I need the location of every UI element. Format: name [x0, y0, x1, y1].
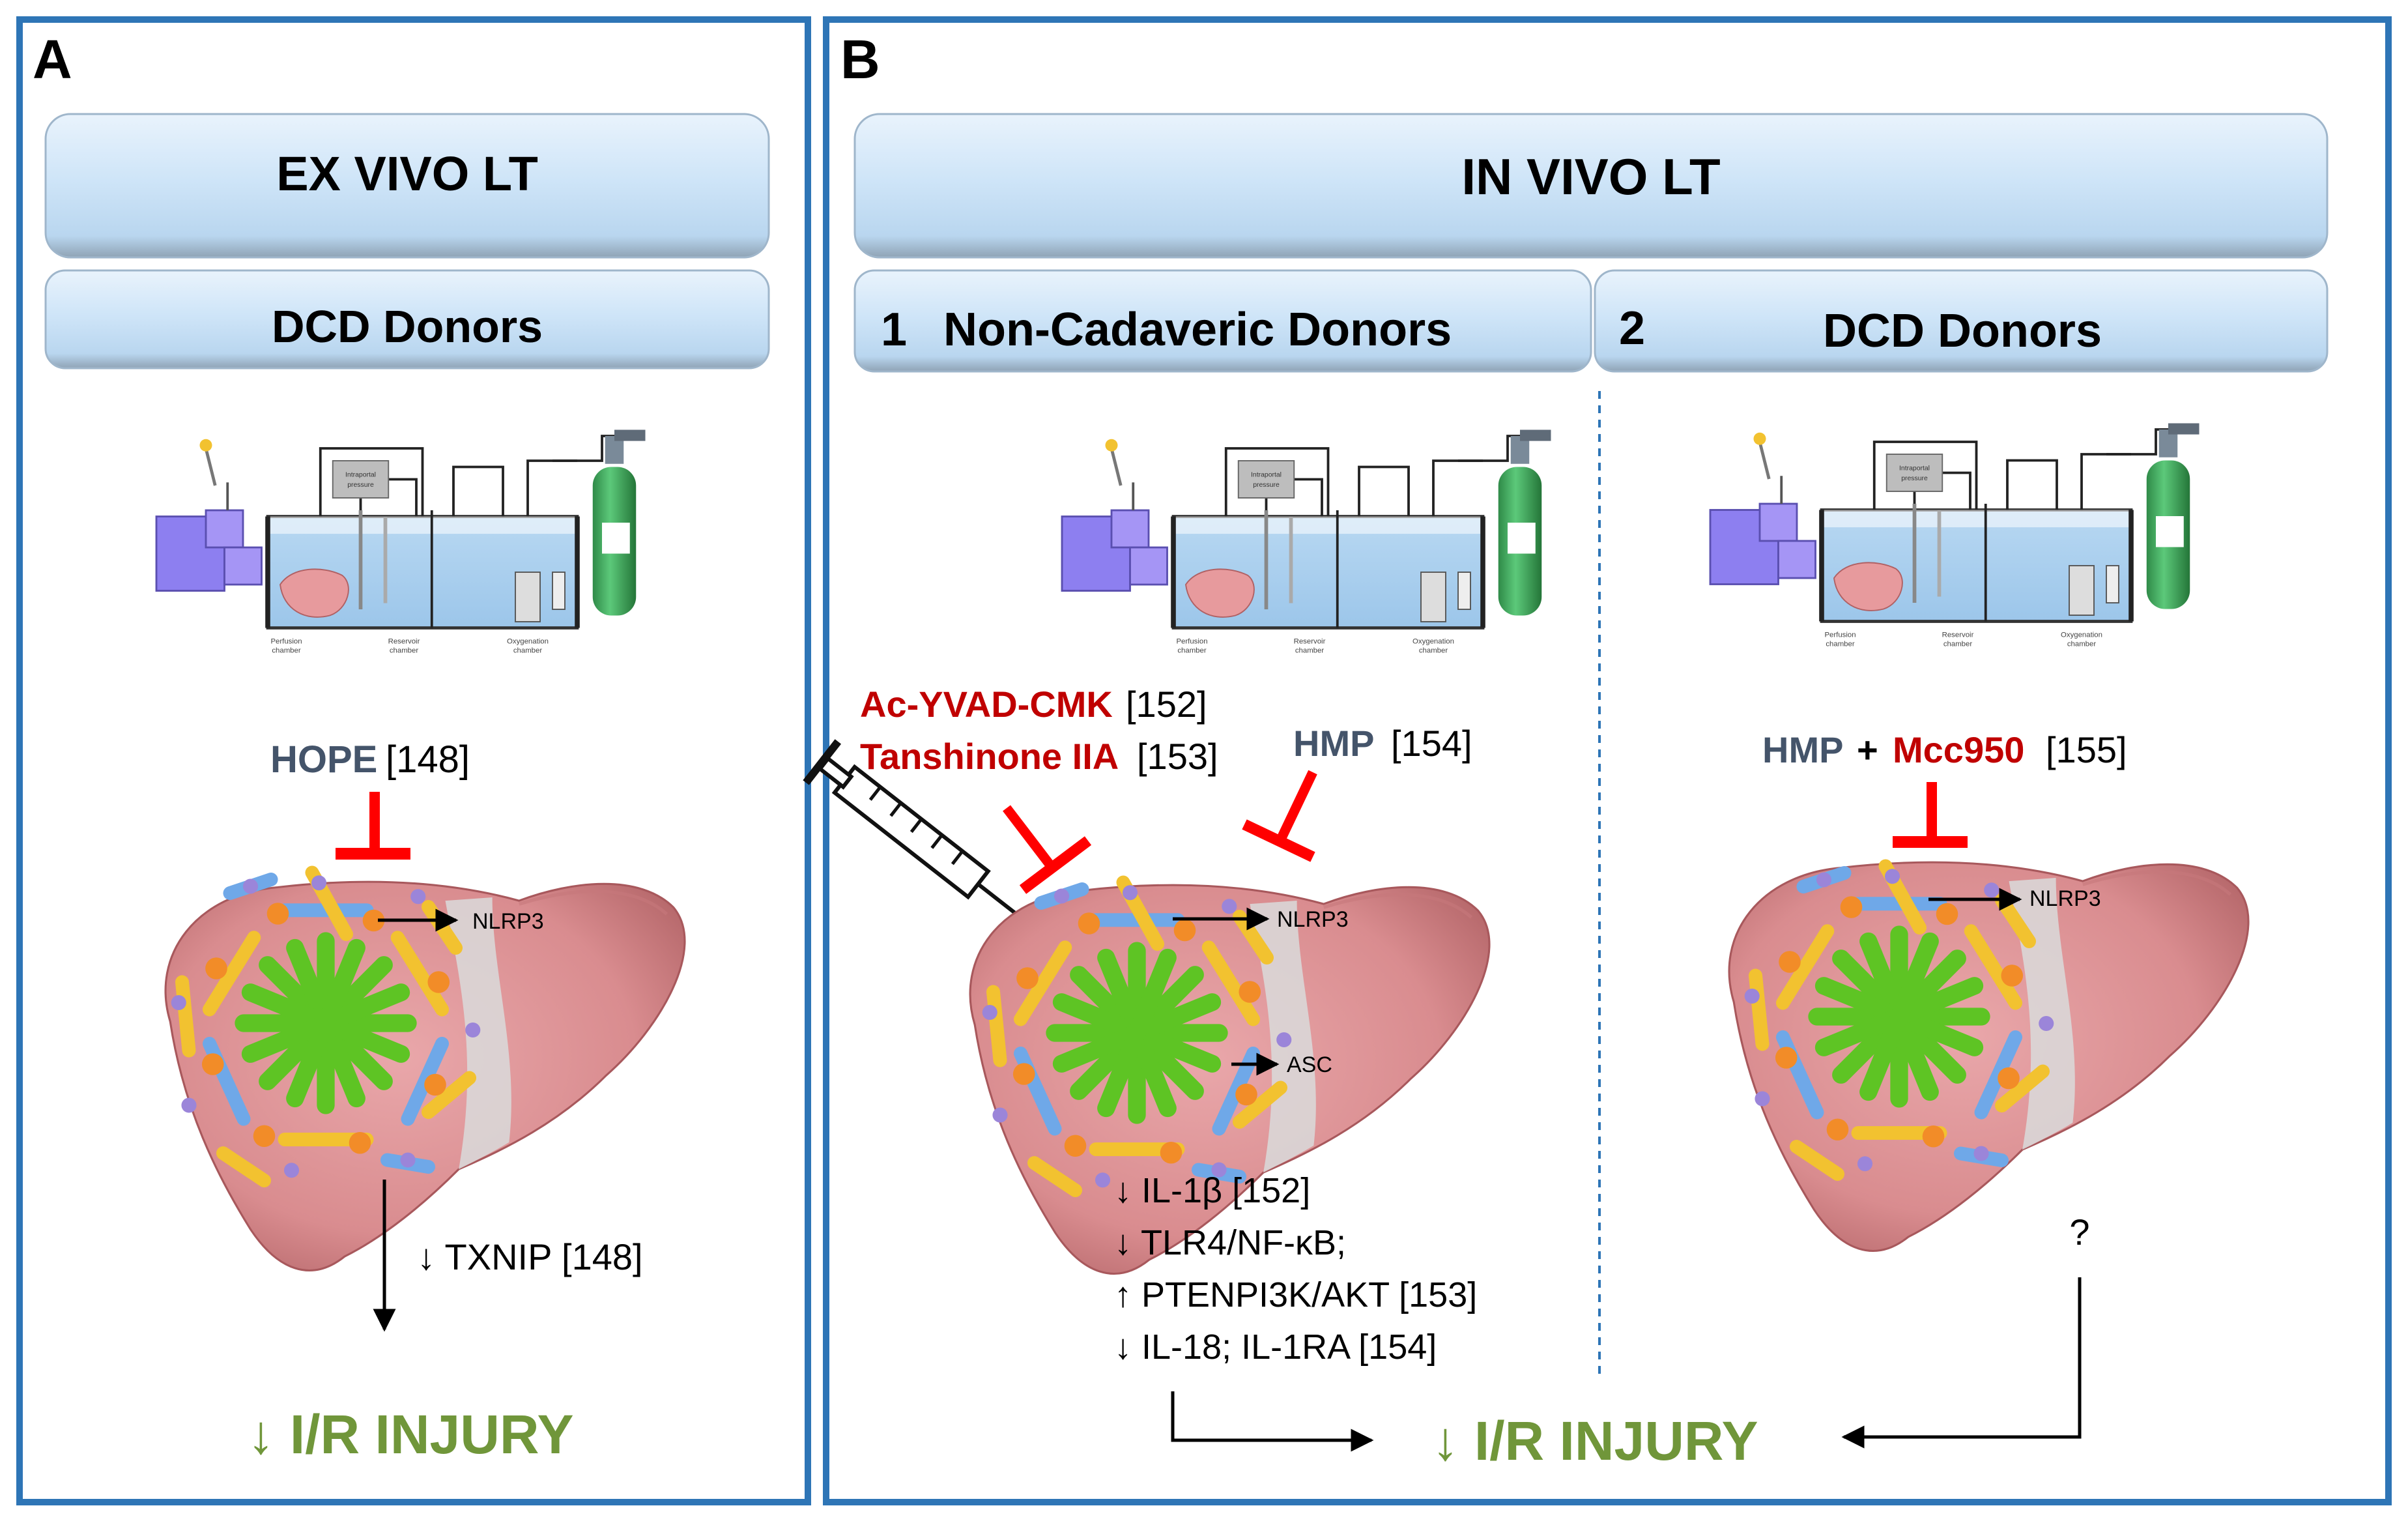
unknown-effect-marker: ?: [2069, 1211, 2089, 1253]
nlrp3-label-b1: NLRP3: [1277, 907, 1349, 932]
effect-arrow-col1: [1171, 1391, 1374, 1452]
panel-b-outcome: ↓ I/R INJURY: [1432, 1410, 1758, 1472]
liver-a: [165, 873, 685, 1270]
panel-a-letter: A: [33, 29, 72, 90]
col2-number: 2: [1619, 302, 1645, 355]
hmp-ref-col1: [154]: [1391, 723, 1472, 764]
asc-label: ASC: [1287, 1052, 1332, 1077]
drug1-ref: [152]: [1126, 684, 1207, 725]
txnip-effect: ↓ TXNIP [148]: [417, 1236, 643, 1277]
mcc950-ref: [155]: [2046, 729, 2127, 770]
panel-b-letter: B: [840, 29, 880, 90]
inhibit-symbol-hmp-col1: [1242, 770, 1317, 862]
perfusion-apparatus-b2: [1710, 424, 2200, 648]
panel-a-title: EX VIVO LT: [276, 147, 538, 201]
inhibit-symbol-drugs: [1003, 805, 1092, 894]
col1-number: 1: [881, 304, 907, 356]
col1-subtitle-banner: 1 Non-Cadaveric Donors: [853, 269, 1592, 373]
panel-a-title-banner: EX VIVO LT: [44, 113, 770, 259]
liver-b2: [1729, 862, 2248, 1251]
effect-item: ↑ PTENPI3K/AKT [153]: [1114, 1275, 1477, 1314]
col2-subtitle: DCD Donors: [1823, 305, 2102, 357]
col1-subtitle: Non-Cadaveric Donors: [943, 304, 1452, 356]
panel-a-subtitle: DCD Donors: [272, 301, 543, 352]
panel-b-title: IN VIVO LT: [1461, 148, 1720, 205]
nlrp3-label-a: NLRP3: [472, 909, 544, 934]
hmp-label-col1: HMP: [1293, 723, 1374, 764]
hmp-label-col2: HMP: [1762, 729, 1843, 770]
effect-item: ↓ IL-1β [152]: [1114, 1171, 1310, 1210]
effect-arrow-col2: [1841, 1277, 2082, 1449]
effect-item: ↓ TLR4/NF-κB;: [1114, 1223, 1346, 1262]
panel-a-frame: [16, 16, 811, 1505]
mcc950-label: Mcc950: [1893, 729, 2024, 770]
perfusion-apparatus-a: [156, 430, 646, 655]
perfusion-apparatus-b1: [1062, 430, 1551, 655]
drug1-label: Ac-YVAD-CMK: [860, 684, 1113, 725]
effect-item: ↓ IL-18; IL-1RA [154]: [1114, 1327, 1437, 1367]
panel-a-outcome: ↓ I/R INJURY: [248, 1404, 574, 1465]
inhibit-symbol-col2: [1893, 782, 1968, 848]
col2-subtitle-banner: 2 DCD Donors: [1594, 269, 2329, 373]
col1-effects-list: ↓ IL-1β [152] ↓ TLR4/NF-κB; ↑ PTENPI3K/A…: [1114, 1171, 1477, 1367]
inhibit-symbol-a: [336, 792, 410, 860]
drug2-ref: [153]: [1137, 736, 1218, 777]
panel-b-title-banner: IN VIVO LT: [853, 113, 2329, 259]
drug2-label: Tanshinone IIA: [860, 736, 1119, 777]
liver-b1: [970, 882, 1489, 1273]
plus-sign: +: [1857, 729, 1878, 770]
hope-label: HOPE: [270, 738, 377, 781]
panel-a-subtitle-banner: DCD Donors: [44, 269, 770, 370]
hope-ref: [148]: [386, 738, 470, 781]
nlrp3-label-b2: NLRP3: [2029, 886, 2101, 911]
